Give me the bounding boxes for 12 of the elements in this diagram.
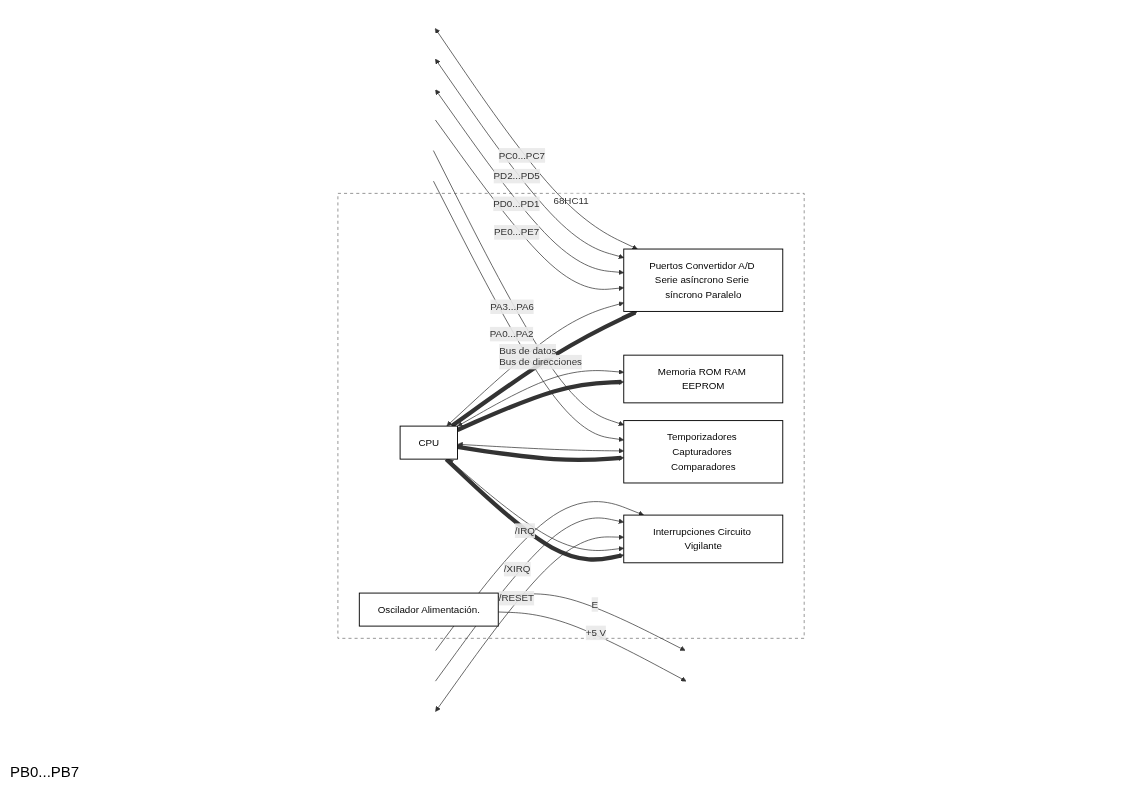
block-box: CPU — [399, 425, 458, 460]
block-box: Temporizadores Capturadores Comparadores — [623, 420, 784, 484]
arrow — [456, 379, 624, 432]
block-box: Oscilador Alimentación. — [358, 592, 499, 627]
block-box: Puertos Convertidor A/D Serie asíncrono Serie síncrono Paralelo — [623, 248, 784, 312]
arrow — [457, 369, 624, 427]
block-box: Interrupciones Circuito Vigilante — [623, 514, 784, 564]
block-box: Memoria ROM RAM EEPROM — [623, 354, 784, 404]
arrow — [450, 310, 638, 428]
arrow — [457, 441, 624, 454]
signal-label: PB0...PB7 — [10, 763, 80, 780]
arrow — [457, 444, 624, 463]
